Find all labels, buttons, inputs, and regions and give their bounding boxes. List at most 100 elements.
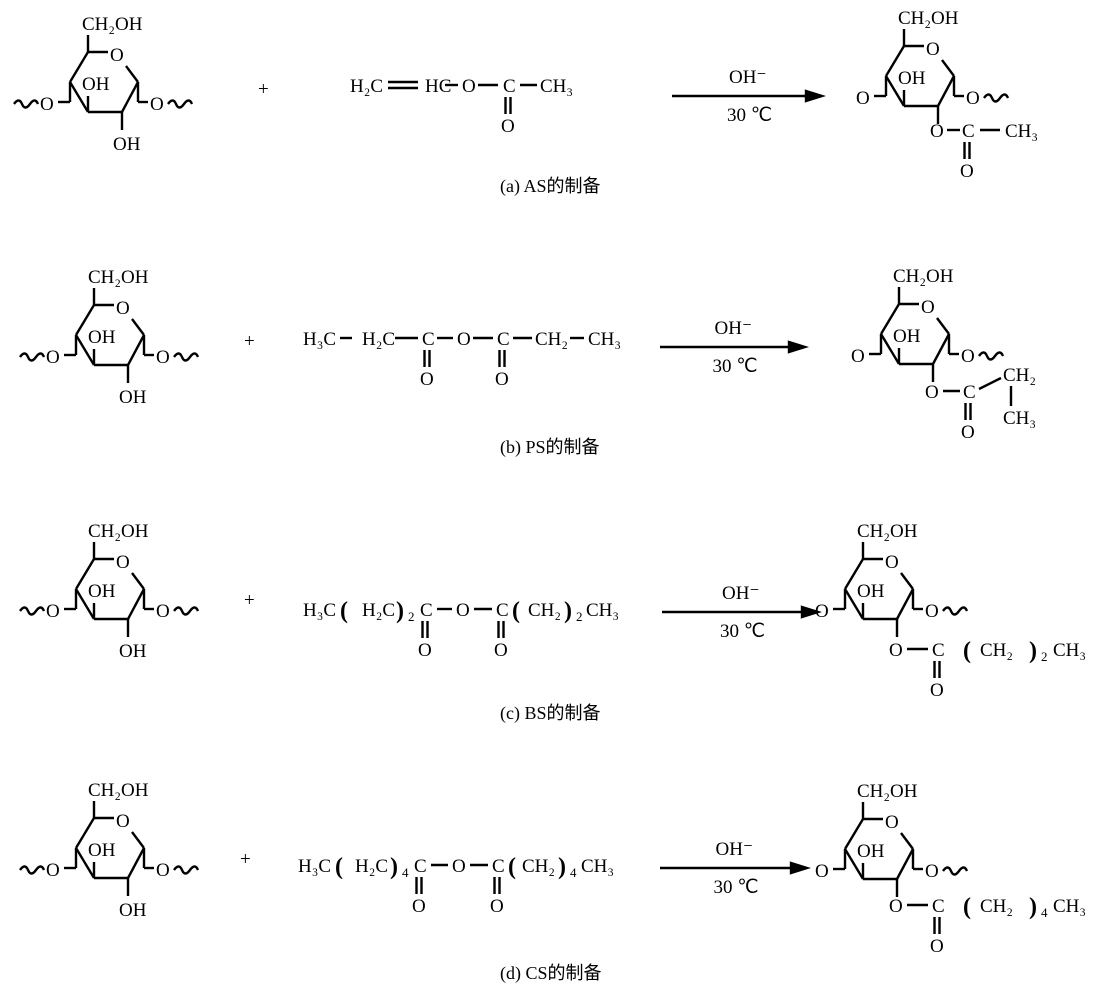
arrow-head-icon xyxy=(789,861,812,875)
carbonyl-oxygen: O xyxy=(501,116,515,137)
ester-group: CH₂ xyxy=(980,896,1013,917)
carbonyl-oxygen: O xyxy=(495,369,509,390)
ch2oh-label: CH₂OH xyxy=(857,781,918,802)
glycosidic-o-label: O xyxy=(156,347,170,368)
bond xyxy=(74,847,96,879)
condition-catalyst: OH⁻ xyxy=(715,318,752,339)
reagent-group: C xyxy=(414,856,427,877)
reaction-arrow: OH⁻30 ℃ xyxy=(662,583,823,642)
wavy-bond-icon xyxy=(173,865,200,875)
repeat-count: 2 xyxy=(576,609,583,624)
plus-sign: + xyxy=(244,331,255,352)
plus-sign: + xyxy=(258,79,269,100)
repeat-count: 2 xyxy=(1041,649,1048,664)
ch2oh-label: CH₂OH xyxy=(88,780,149,801)
oh-label: OH xyxy=(857,841,885,862)
oh-label: OH xyxy=(898,68,926,89)
ester-group: C xyxy=(962,121,975,142)
reagent-group: H₂C xyxy=(350,76,383,97)
ch2oh-label: CH₂OH xyxy=(893,266,954,287)
row-caption: (b) PS的制备 xyxy=(500,437,600,458)
carbonyl-oxygen: O xyxy=(420,369,434,390)
arrow-head-icon xyxy=(787,340,810,354)
reagent-group: C xyxy=(420,600,433,621)
bond xyxy=(126,334,146,366)
plus-sign: + xyxy=(240,849,251,870)
ch2oh-label: CH₂OH xyxy=(88,521,149,542)
glycosidic-o-label: O xyxy=(961,346,975,367)
oh-label: OH xyxy=(119,641,147,662)
repeat-bracket: ) xyxy=(1029,894,1037,920)
ester-group: C xyxy=(932,896,945,917)
ring-oxygen-label: O xyxy=(885,552,899,573)
ring-oxygen-label: O xyxy=(926,39,940,60)
reagent-group: CH₃ xyxy=(588,329,621,350)
reagent-group: CH₃ xyxy=(581,856,614,877)
condition-temperature: 30 ℃ xyxy=(727,105,772,126)
bond xyxy=(74,334,96,366)
repeat-bracket: ) xyxy=(558,854,566,880)
reagent-group: CH₂ xyxy=(528,600,561,621)
repeat-bracket: ) xyxy=(390,854,398,880)
reagent-group: C xyxy=(496,600,509,621)
reagent-group: C xyxy=(503,76,516,97)
reaction-arrow: OH⁻30 ℃ xyxy=(660,318,810,377)
glycosidic-o-label: O xyxy=(156,860,170,881)
reagent-group: CH₂ xyxy=(522,856,555,877)
reagent-group: CH₃ xyxy=(540,76,573,97)
carbonyl-oxygen: O xyxy=(961,422,975,443)
bond xyxy=(895,848,915,880)
carbonyl-oxygen: O xyxy=(490,896,504,917)
glycosidic-o-label: O xyxy=(46,601,60,622)
glycosidic-o-label: O xyxy=(856,88,870,109)
repeat-bracket: ( xyxy=(335,854,343,880)
bond xyxy=(884,75,906,107)
arrow-head-icon xyxy=(800,605,823,619)
bond xyxy=(895,588,915,620)
ch2oh-label: CH₂OH xyxy=(857,521,918,542)
reagent-group: C xyxy=(497,329,510,350)
bond xyxy=(941,59,955,77)
bond xyxy=(126,588,146,620)
reaction-arrow: OH⁻30 ℃ xyxy=(672,67,827,126)
ester-group: O xyxy=(889,896,903,917)
bond xyxy=(74,558,96,590)
oh-label: OH xyxy=(82,74,110,95)
glycosidic-o-label: O xyxy=(815,601,829,622)
ring-oxygen-label: O xyxy=(110,45,124,66)
ring-oxygen-label: O xyxy=(885,812,899,833)
glycosidic-o-label: O xyxy=(40,94,54,115)
bond xyxy=(843,848,865,880)
ester-group: C xyxy=(932,640,945,661)
methyl: CH₃ xyxy=(1003,408,1036,429)
repeat-count: 4 xyxy=(1041,905,1048,920)
ch2oh-label: CH₂OH xyxy=(898,8,959,29)
methylene: CH₂ xyxy=(1003,365,1036,386)
row-caption: (a) AS的制备 xyxy=(500,176,601,197)
bond xyxy=(74,588,96,620)
reagent-group: H₃C xyxy=(303,329,336,350)
reagent-group: O xyxy=(456,600,470,621)
bond xyxy=(120,81,140,113)
ch2oh-label: CH₂OH xyxy=(82,14,143,35)
glycosidic-o-label: O xyxy=(46,347,60,368)
wavy-bond-icon xyxy=(978,351,1005,361)
bond xyxy=(879,303,901,335)
repeat-count: 4 xyxy=(570,865,577,880)
oh-label: OH xyxy=(119,387,147,408)
reagent-group: H₂C xyxy=(355,856,388,877)
reagent-group: H₃C xyxy=(298,856,331,877)
repeat-bracket: ( xyxy=(508,854,516,880)
ester-group: CH₃ xyxy=(1053,640,1086,661)
reagent-group: H₂C xyxy=(362,329,395,350)
ring-oxygen-label: O xyxy=(116,552,130,573)
ring-oxygen-label: O xyxy=(921,297,935,318)
